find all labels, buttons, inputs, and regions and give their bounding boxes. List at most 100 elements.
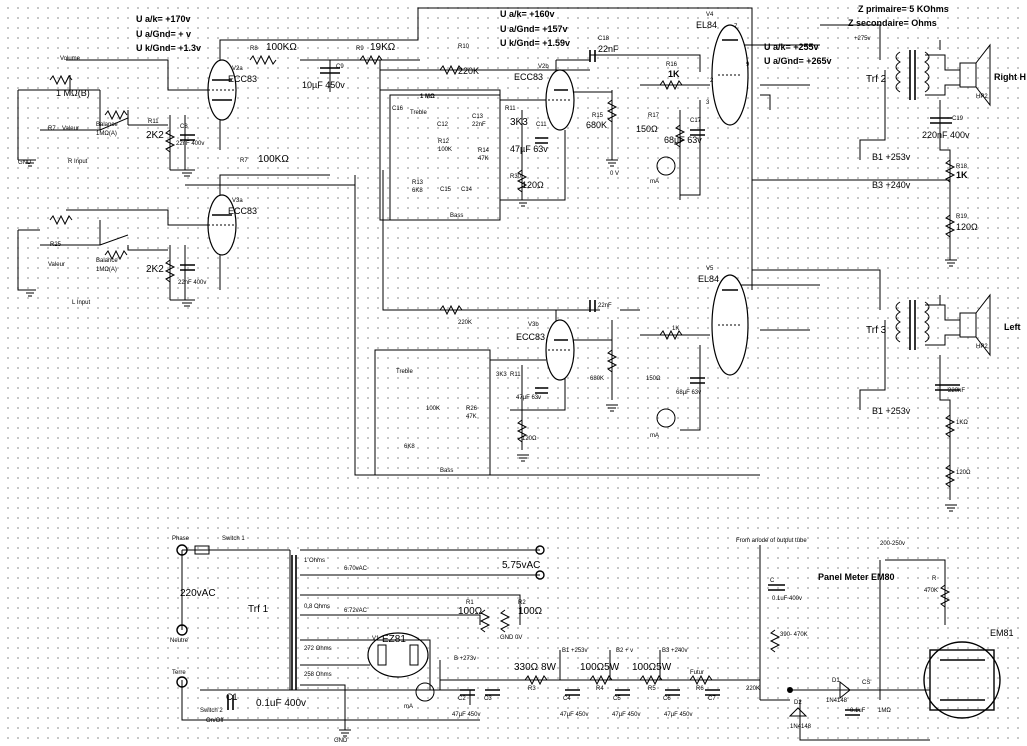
- hp2-label: HP2: [976, 94, 988, 100]
- r5-label: R5: [648, 686, 656, 692]
- phase-terminal: [176, 544, 188, 556]
- psu-ma-label: mA: [404, 704, 413, 710]
- l-r100k-value: 100K: [426, 406, 440, 412]
- fil-v-label: 5.75vAC: [502, 560, 540, 571]
- v4-pin9: 9: [746, 62, 750, 68]
- l-c220-value: 220nF: [948, 388, 965, 394]
- b3-label: B3 +240v: [872, 180, 911, 190]
- meter-r1m-label: 1MΩ: [878, 708, 891, 714]
- from-anode-label: From anode of output tube: [736, 538, 807, 544]
- r30-label: R30: [510, 174, 522, 180]
- c5-label: C5: [613, 696, 621, 702]
- c8-value: 22nF 400v: [176, 141, 204, 147]
- c18-label: C18: [598, 36, 610, 42]
- z-secondary: Z secondaire= Ohms: [848, 18, 937, 28]
- v2b-ua-k: U a/k= +160v: [500, 9, 555, 19]
- r26-label: R26: [466, 406, 478, 412]
- right-ammeter-icon: [656, 156, 676, 176]
- d1-label: D1: [832, 678, 840, 684]
- r17-label: R17: [648, 113, 660, 119]
- r25-value: Valeur: [48, 262, 65, 268]
- v4-pin7: 7: [734, 24, 738, 30]
- r10-value: 220K: [458, 66, 479, 76]
- r3-value: 330Ω 8W: [514, 662, 557, 673]
- r7-value: Valeur: [62, 126, 79, 132]
- l-bass-label: Bass: [440, 468, 453, 474]
- meter-c-label: C: [770, 578, 775, 584]
- c3-label: C3: [484, 696, 492, 702]
- l-c22n-value: 22nF: [598, 303, 612, 309]
- left-label: Left: [1004, 322, 1021, 332]
- l-r1k-label: 1KΩ: [956, 420, 968, 426]
- output-transformers: [895, 43, 991, 357]
- r12-label: R12: [438, 139, 450, 145]
- r25-label: R25: [50, 242, 62, 248]
- b273-label: B +273v: [454, 656, 476, 662]
- zero-v-label: 0 V: [610, 171, 619, 177]
- r2-label: R2: [518, 600, 526, 606]
- c17-value: 68µF 63v: [664, 135, 702, 145]
- r13-value: 6K8: [412, 188, 423, 194]
- fuse-icon: [194, 545, 210, 555]
- neutre-label: Neutre: [170, 638, 189, 644]
- r-input-label: R Input: [68, 159, 88, 165]
- r10-label: R10: [458, 44, 470, 50]
- c2-value: 47µF 450v: [452, 712, 480, 718]
- cs-label: CS': [862, 680, 871, 686]
- r7b-value: 100KΩ: [258, 154, 289, 165]
- r15-value: 680K: [586, 120, 607, 130]
- sec1-v-label: 6.70vAC: [344, 566, 368, 572]
- psu-b3-label: B3 +240v: [662, 648, 688, 654]
- r6-label: R6: [696, 686, 704, 692]
- balance-label: Balance: [96, 122, 118, 128]
- sec2-label: 0.8 Ohms: [304, 604, 330, 610]
- v1-label: V1: [372, 636, 380, 642]
- l-b1-label: B1 +253v: [872, 406, 911, 416]
- em81-envelope: [923, 641, 1001, 719]
- plus275-label: +275v: [854, 36, 871, 42]
- labels: U a/k= +170v U a/Gnd= + v U k/Gnd= +1.3v…: [18, 4, 1026, 744]
- tone-1m-label: 1 MΩ: [420, 94, 435, 100]
- r4-value: 100Ω5W: [580, 662, 620, 673]
- right-h-label: Right H: [994, 72, 1026, 82]
- r16-label: R16: [666, 62, 678, 68]
- r26-value: 47K: [466, 414, 477, 420]
- trf2-label: Trf 2: [866, 74, 887, 85]
- l-r3k3-value: 3K3: [496, 372, 507, 378]
- l-r6k8-value: 6K8: [404, 444, 415, 450]
- ground-symbols: [24, 159, 957, 737]
- r2-value: 100Ω: [518, 606, 543, 617]
- right-channel-wires: [17, 7, 951, 476]
- c1-value: 0.1uF 400v: [256, 698, 306, 709]
- c13-value: 22nF: [472, 122, 486, 128]
- r8-value: 100KΩ: [266, 42, 297, 53]
- l-r11-label: R11: [510, 372, 521, 378]
- r7b-label: R7: [240, 158, 248, 164]
- meter-r-label: R: [932, 576, 937, 582]
- v3a-label: V3a: [232, 198, 243, 204]
- r17-value: 150Ω: [636, 124, 658, 134]
- r16-value: 1K: [668, 69, 680, 79]
- switch1-label: Switch 1: [222, 536, 245, 542]
- v2a-ua-gnd: U a/Gnd= + v: [136, 29, 191, 39]
- c8-label: C8: [180, 124, 188, 130]
- l-c68-value: 68µF 63v: [676, 390, 701, 396]
- phase-label: Phase: [172, 536, 190, 542]
- meter-r220k-label: 220K: [746, 686, 760, 692]
- v4-el84-label: EL84: [696, 20, 717, 30]
- sec3-label: 272 Ohms: [304, 646, 332, 652]
- v2a-ua-k: U a/k= +170v: [136, 14, 191, 24]
- v2b-label: V2b: [538, 64, 549, 70]
- l-c47-value: 47µF 63v: [516, 395, 541, 401]
- treble-label: Treble: [410, 110, 427, 116]
- l-r680k-value: 680K: [590, 376, 604, 382]
- meter-r470k-label: 470K: [924, 588, 938, 594]
- gnd-0v-label: GND 0V: [500, 635, 522, 641]
- v2b-ua-gnd: U a/Gnd= +157v: [500, 24, 568, 34]
- r5-value: 100Ω5W: [632, 662, 672, 673]
- left-ma-label: mA: [650, 433, 659, 439]
- sec1-label: 1 Ohms: [304, 558, 325, 564]
- psu-b2-label: B2 + v: [616, 648, 633, 654]
- r14-label: R14: [478, 148, 490, 154]
